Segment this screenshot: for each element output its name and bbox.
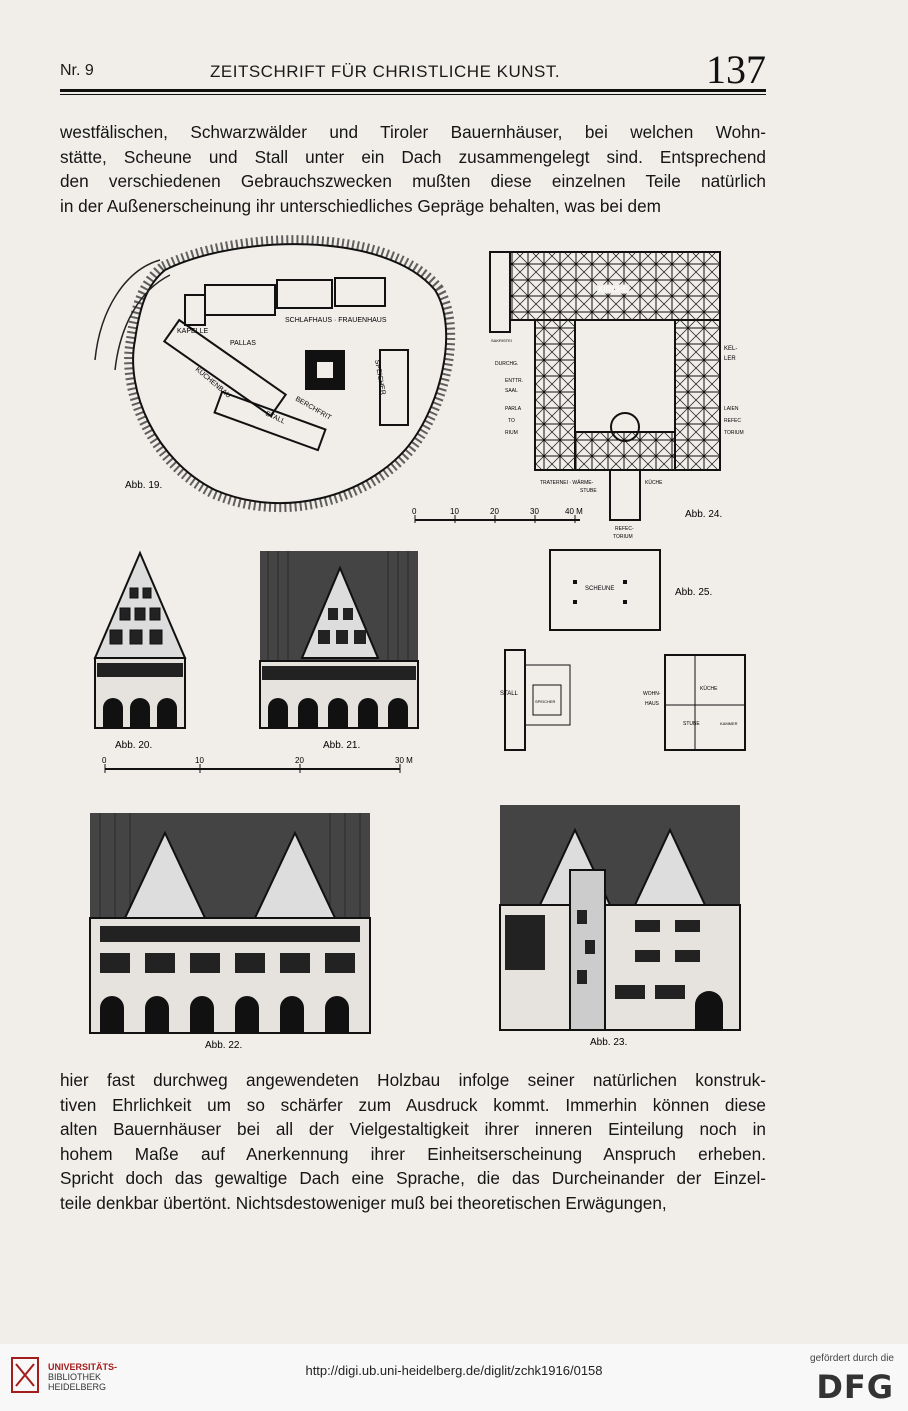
dfg-logo: DFG xyxy=(816,1368,894,1406)
label-parla: PARLA xyxy=(505,406,522,412)
label-saal: SAAL xyxy=(505,388,518,394)
library-line-2: BIBLIOTHEK xyxy=(48,1372,102,1382)
library-line-1: UNIVERSITÄTS- xyxy=(48,1362,118,1372)
label-torium2: TORIUM xyxy=(613,534,633,540)
castle-plan-figure: KAPELLE PALLAS SCHLAFHAUS · FRAUENHAUS K… xyxy=(94,235,456,512)
scale-tick: 40 M xyxy=(565,507,583,516)
farmhouse-plan-figure: SCHEUNE Abb. 25. STALL SPEICHER WOHN- HA… xyxy=(500,549,746,751)
text-line: tiven Ehrlichkeit um so schärfer zum Aus… xyxy=(60,1094,766,1115)
page-number: 137 xyxy=(706,47,766,92)
header-rule-thin xyxy=(60,94,766,95)
label-scheune: SCHEUNE xyxy=(585,586,614,592)
wide-building-figure-22: Abb. 22. xyxy=(89,813,371,1051)
paragraph-top: westfälischen, Schwarzwälder und Tiroler… xyxy=(60,120,766,218)
label-stall: STALL xyxy=(500,691,519,697)
figure-caption: Abb. 21. xyxy=(323,740,360,751)
figure-caption: Abb. 22. xyxy=(205,1040,242,1051)
label-kueche: KÜCHE xyxy=(700,685,718,692)
label-sakristei: SAKRISTEI xyxy=(491,338,512,343)
scale-tick: 0 xyxy=(412,507,417,516)
label-wohn: WOHN- xyxy=(643,691,661,697)
text-line: teile denkbar übertönt. Nichtsdestowenig… xyxy=(60,1192,667,1213)
label-kirche: KIRCHE xyxy=(598,285,628,294)
label-torium: TORIUM xyxy=(724,430,744,436)
scale-tick: 0 xyxy=(102,756,107,765)
gabled-house-figure-20: Abb. 20. xyxy=(93,550,187,751)
figure-caption: Abb. 20. xyxy=(115,740,152,751)
label-kueche: KÜCHE xyxy=(645,479,663,486)
label-keller-2: LER xyxy=(724,356,736,362)
journal-title: ZEITSCHRIFT FÜR CHRISTLICHE KUNST. xyxy=(210,62,561,81)
scale-tick: 30 xyxy=(530,507,539,516)
label-stube: STUBE xyxy=(580,488,597,494)
scale-tick: 10 xyxy=(450,507,459,516)
label-durchgang: DURCHG. xyxy=(495,361,518,367)
text-line: hohem Maße auf Anerkennung ihrer Einheit… xyxy=(60,1143,766,1164)
label-traternei: TRATERNEI · WÄRME- xyxy=(540,479,594,486)
label-refec: REFEC xyxy=(724,418,741,424)
text-line: in der Außenerscheinung ihr unterschiedl… xyxy=(60,195,661,216)
label-pallas: PALLAS xyxy=(230,340,256,347)
figure-caption: Abb. 19. xyxy=(125,480,162,491)
document-page: Nr. 9 ZEITSCHRIFT FÜR CHRISTLICHE KUNST.… xyxy=(0,0,908,1344)
library-line-3: HEIDELBERG xyxy=(48,1382,107,1392)
digitization-footer xyxy=(0,1344,908,1411)
scale-tick: 30 M xyxy=(395,756,413,765)
label-speicher: SPEICHER xyxy=(535,699,556,704)
scale-bar-2: 0 10 20 30 M xyxy=(102,756,413,773)
label-kammer: KAMMER xyxy=(720,721,738,726)
figure-caption: Abb. 25. xyxy=(675,587,712,598)
figure-caption: Abb. 23. xyxy=(590,1037,627,1048)
scale-tick: 10 xyxy=(195,756,204,765)
label-entr: ENTTR. xyxy=(505,378,523,384)
paragraph-bottom: hier fast durchweg angewendeten Holzbau … xyxy=(60,1068,766,1215)
funding-note: gefördert durch die xyxy=(810,1353,894,1364)
issue-number: Nr. 9 xyxy=(60,62,94,79)
building-figure-23: Abb. 23. xyxy=(499,805,741,1048)
gabled-house-figure-21: Abb. 21. xyxy=(259,551,419,751)
label-refec2: REFEC- xyxy=(615,526,634,532)
label-stube: STUBE xyxy=(683,721,700,727)
label-kapelle: KAPELLE xyxy=(177,328,208,335)
label-rium: RIUM xyxy=(505,430,518,436)
scale-tick: 20 xyxy=(490,507,499,516)
text-line: westfälischen, Schwarzwälder und Tiroler… xyxy=(60,122,766,142)
label-to: TO xyxy=(508,418,515,424)
header-rule-thick xyxy=(60,89,766,92)
label-laien: LAIEN xyxy=(724,406,739,412)
text-line: Spricht doch das gewaltige Dach eine Spr… xyxy=(60,1168,766,1188)
label-schlafhaus: SCHLAFHAUS · FRAUENHAUS xyxy=(285,317,387,324)
label-haus: HAUS xyxy=(645,701,660,707)
scale-tick: 20 xyxy=(295,756,304,765)
running-header: Nr. 9 ZEITSCHRIFT FÜR CHRISTLICHE KUNST.… xyxy=(60,47,766,92)
figure-caption: Abb. 24. xyxy=(685,509,722,520)
scale-bar-1: 0 10 20 30 40 M xyxy=(412,507,583,523)
library-name: UNIVERSITÄTS- BIBLIOTHEK HEIDELBERG xyxy=(48,1362,117,1392)
text-line: alten Bauernhäuser bei all der Vielgesta… xyxy=(60,1119,766,1139)
library-logo-icon xyxy=(11,1357,39,1393)
text-line: hier fast durchweg angewendeten Holzbau … xyxy=(60,1070,766,1090)
permalink[interactable]: http://digi.ub.uni-heidelberg.de/diglit/… xyxy=(305,1363,603,1378)
text-line: den verschiedenen Gebrauchszwecken mußte… xyxy=(60,171,766,191)
text-line: stätte, Scheune und Stall unter ein Dach… xyxy=(60,146,766,167)
label-keller-1: KEL- xyxy=(724,346,737,352)
cloister-plan-figure: KIRCHE KEL- LER DURCHG. ENTTR. SAAL PARL… xyxy=(489,251,744,540)
